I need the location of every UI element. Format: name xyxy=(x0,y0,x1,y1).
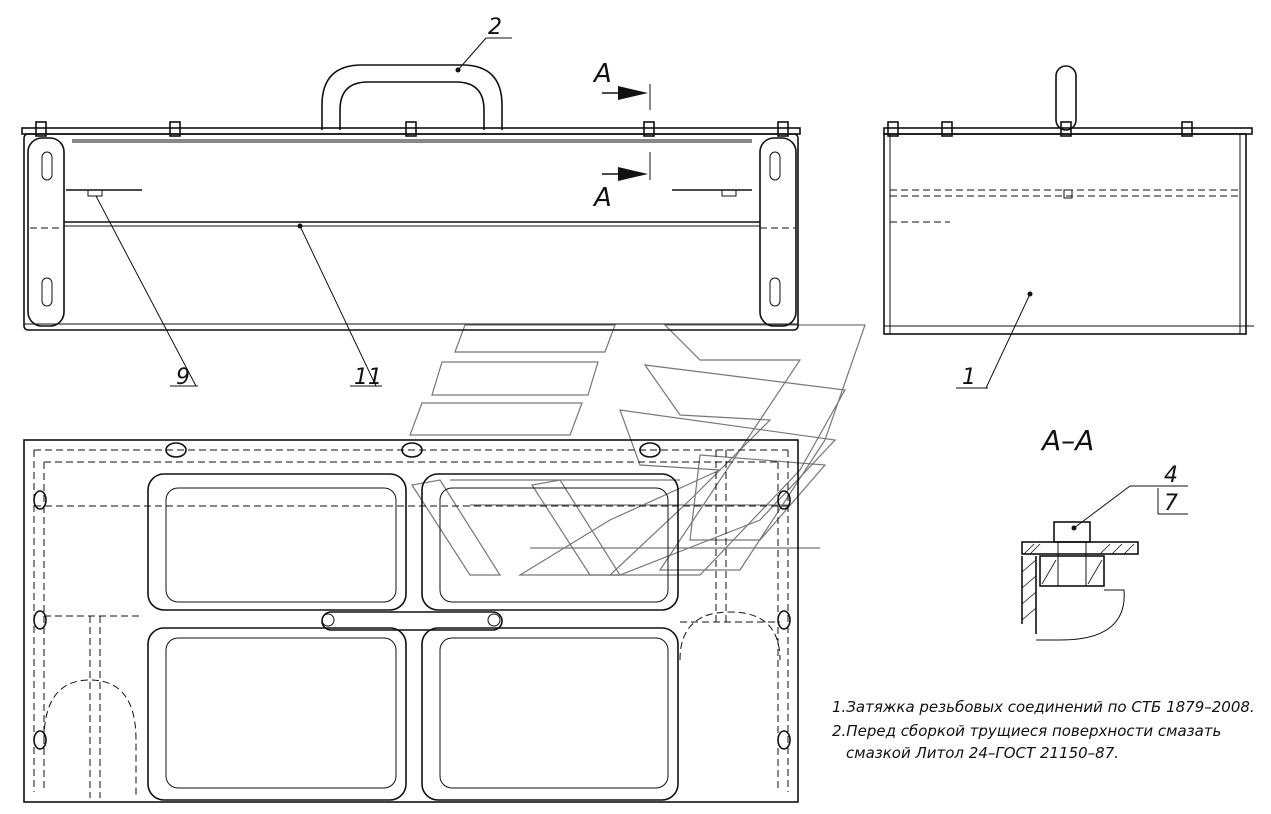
note-2: 2.Перед сборкой трущиеся поверхности сма… xyxy=(832,722,1221,740)
section-mark-top: А xyxy=(592,59,612,89)
plan-view xyxy=(23,439,799,803)
section-detail xyxy=(1021,521,1139,641)
callout-11: 11 xyxy=(354,365,382,390)
leader-lines xyxy=(95,37,1188,529)
section-marks: А А xyxy=(592,59,651,213)
note-1: 1.Затяжка резьбовых соединений по СТБ 18… xyxy=(832,698,1255,716)
callout-1: 1 xyxy=(962,365,976,390)
section-hatching xyxy=(1021,543,1135,621)
note-3: смазкой Литол 24–ГОСТ 21150–87. xyxy=(846,744,1119,762)
callout-9: 9 xyxy=(176,365,190,390)
section-mark-bottom: А xyxy=(592,183,612,213)
callout-7: 7 xyxy=(1164,491,1178,516)
side-view xyxy=(883,65,1254,335)
watermark-logo xyxy=(409,324,866,576)
plan-bolts xyxy=(33,442,791,750)
front-view xyxy=(21,64,801,331)
lid-bolts xyxy=(35,121,789,137)
callout-2: 2 xyxy=(488,15,502,40)
callout-4: 4 xyxy=(1164,463,1178,488)
section-title: А–А xyxy=(1040,424,1094,457)
